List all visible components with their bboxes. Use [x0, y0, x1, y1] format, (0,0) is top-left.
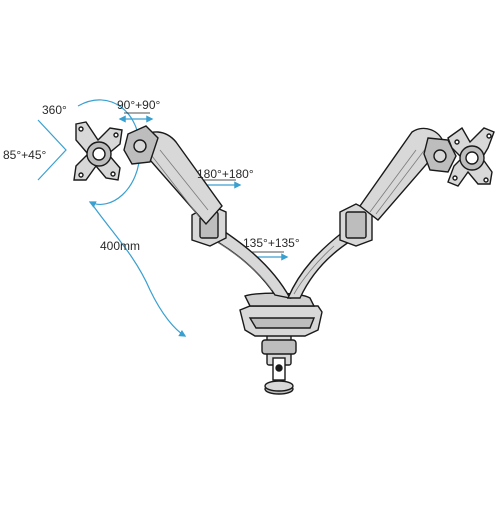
head-swivel-label: 90°+90°	[117, 98, 161, 112]
extension-arc	[91, 203, 187, 337]
left-vesa-plate	[73, 121, 123, 181]
desk-clamp	[261, 324, 297, 395]
arm-swivel-label: 180°+180°	[197, 167, 254, 181]
base-hub	[239, 292, 323, 337]
right-vesa-plate	[447, 126, 495, 187]
left-upper-arm	[123, 125, 227, 247]
extension-label: 400mm	[100, 239, 141, 253]
tilt-label: 85°+45°	[3, 148, 47, 162]
base-swivel-label: 135°+135°	[243, 236, 300, 250]
right-upper-arm	[339, 127, 457, 247]
lower-arms	[198, 221, 354, 299]
rotation-label: 360°	[42, 103, 67, 117]
tilt-indicator	[37, 119, 67, 181]
